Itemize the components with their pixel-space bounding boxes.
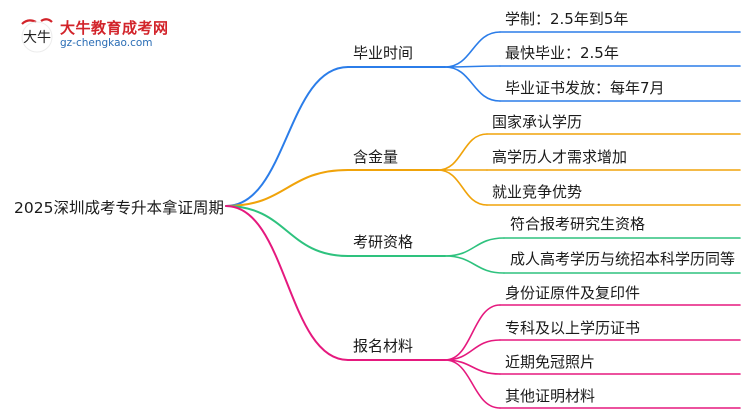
brand-url: gz-chengkao.com [60,37,153,49]
leaf-connector [437,133,488,171]
leaf-job-advantage: 就业竞争优势 [492,183,583,201]
leaf-photo: 近期免冠照片 [505,353,596,371]
branch-label-graduation-time: 毕业时间 [353,44,414,62]
leaf-connector [444,359,501,409]
branch-connector [225,205,349,361]
leaf-postgrad-eligible: 符合报考研究生资格 [510,215,646,233]
bull-logo-icon: 大牛 [21,18,53,53]
leaf-connector [444,304,501,361]
logo-glyphs: 大牛 [23,30,51,46]
branch-label-value: 含金量 [353,148,399,166]
brand-name: 大牛教育成考网 [60,19,169,37]
branch-label-postgrad-eligibility: 考研资格 [353,233,414,251]
branch-connector [225,169,349,207]
leaf-degree-certificate: 专科及以上学历证书 [505,319,641,337]
branch-connector [225,66,349,207]
leaf-study-length: 学制：2.5年到5年 [505,10,629,28]
leaf-connector [444,31,501,68]
leaf-id-card: 身份证原件及复印件 [505,284,641,302]
leaf-diploma-issue: 毕业证书发放：每年7月 [505,79,665,97]
leaf-connector [444,237,505,257]
branch-label-application-materials: 报名材料 [353,337,414,355]
leaf-fastest-graduation: 最快毕业：2.5年 [505,44,619,62]
leaf-equal-to-fulltime: 成人高考学历与统招本科学历同等 [510,250,736,268]
leaf-connector [444,66,501,102]
leaf-demand-increase: 高学历人才需求增加 [492,148,628,166]
leaf-connector [444,339,501,361]
root-topic: 2025深圳成考专升本拿证周期 [14,199,224,217]
leaf-connector [444,255,505,274]
leaf-other-proofs: 其他证明材料 [505,387,596,405]
brand-logo: 大牛 大牛教育成考网 gz-chengkao.com [16,14,169,56]
leaf-state-recognized: 国家承认学历 [492,113,583,131]
branch-connector [225,205,349,257]
leaf-connector [437,169,488,206]
